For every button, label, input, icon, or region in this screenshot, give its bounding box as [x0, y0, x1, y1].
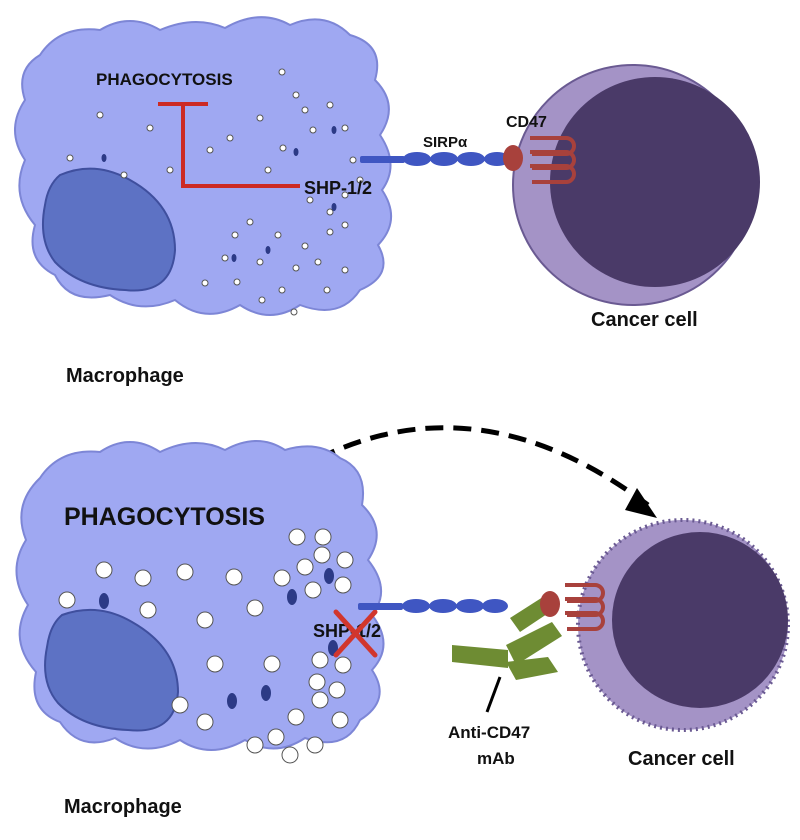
cancer-cell-label-top: Cancer cell [591, 309, 698, 331]
top-panel: PHAGOCYTOSIS SHP-1/2 SIRPα CD47 Cancer c… [14, 16, 760, 387]
arrowhead-icon [625, 488, 657, 518]
blocked-x-icon [333, 609, 378, 658]
shp-label-top: SHP-1/2 [304, 178, 372, 198]
sirpa-label: SIRPα [423, 134, 468, 151]
cancer-cell-bottom [576, 518, 790, 732]
macrophage-label-bottom: Macrophage [64, 796, 182, 818]
cd47-receptor-top [503, 136, 576, 184]
antibody-label-line2: mAb [477, 749, 515, 768]
antibody-pointer-line [485, 676, 502, 713]
cd47-receptor-bottom [540, 583, 605, 631]
granules-bottom [58, 528, 354, 764]
inhibition-bar-icon [158, 102, 300, 188]
sirpa-receptor-top [360, 152, 510, 166]
macrophage-label-top: Macrophage [66, 365, 184, 387]
dark-granules-top [101, 126, 337, 262]
sirpa-receptor-bottom [358, 599, 508, 613]
cancer-cell-top [512, 64, 760, 306]
phagocytosis-label-top: PHAGOCYTOSIS [96, 70, 233, 89]
granules-top [66, 68, 364, 316]
bottom-panel: PHAGOCYTOSIS SHP-1/2 Anti-CD47 mAb [15, 425, 790, 818]
cd47-label: CD47 [506, 114, 547, 131]
antibody-label-line1: Anti-CD47 [448, 723, 530, 742]
nucleus-top [42, 167, 177, 292]
cancer-cell-label-bottom: Cancer cell [628, 748, 735, 770]
phagocytosis-label-bottom: PHAGOCYTOSIS [64, 503, 265, 531]
nucleus-bottom [44, 608, 180, 732]
